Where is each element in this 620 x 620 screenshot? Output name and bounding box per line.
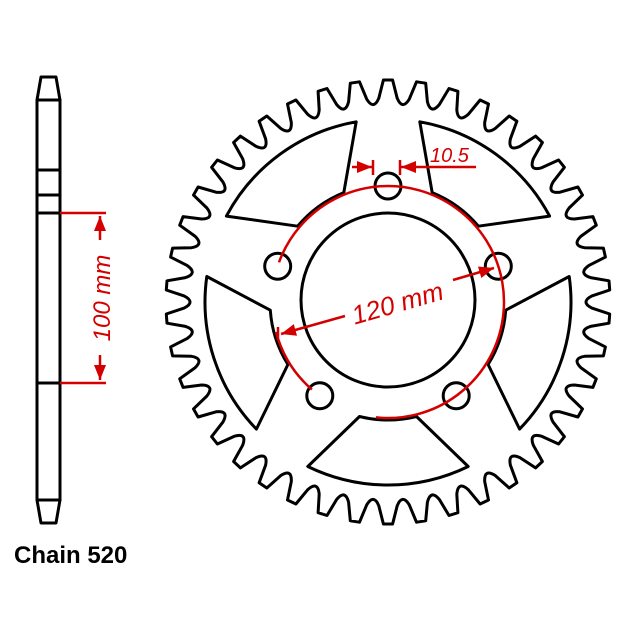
bolt-circle-dim-left (280, 314, 346, 336)
hub-bore-section (35, 211, 62, 385)
bolt-hole (263, 251, 293, 281)
cutout-window (306, 415, 470, 487)
hatch-section-mid (35, 193, 62, 215)
cutout-window (486, 275, 573, 431)
side-tooth-top (35, 75, 62, 101)
cutout-window (418, 120, 552, 228)
cutout-window (224, 120, 358, 228)
side-tooth-bottom (35, 499, 62, 525)
sprocket-teeth-outline (164, 78, 612, 526)
sprocket-front-view: 120 mm 10.5 (164, 78, 612, 526)
bolt-hole (483, 251, 513, 281)
lightening-cutouts (203, 120, 573, 487)
side-profile-view: 100 mm (35, 75, 116, 525)
side-gap (35, 168, 62, 197)
bolt-circle-arc (277, 184, 506, 420)
bore-dimension-label: 100 mm (89, 255, 116, 342)
chain-size-caption: Chain 520 (14, 542, 127, 569)
bolt-hole (305, 381, 335, 411)
bolt-circle-dim-right (452, 266, 495, 282)
bolt-circle-label: 120 mm (348, 276, 447, 331)
center-bore (299, 211, 477, 389)
bolt-holes (263, 171, 513, 411)
bolt-hole (441, 381, 471, 411)
hatch-section-bottom (35, 381, 62, 502)
bolt-hole-label: 10.5 (430, 145, 470, 167)
cutout-window (203, 275, 290, 431)
hatch-section-top (35, 98, 62, 172)
